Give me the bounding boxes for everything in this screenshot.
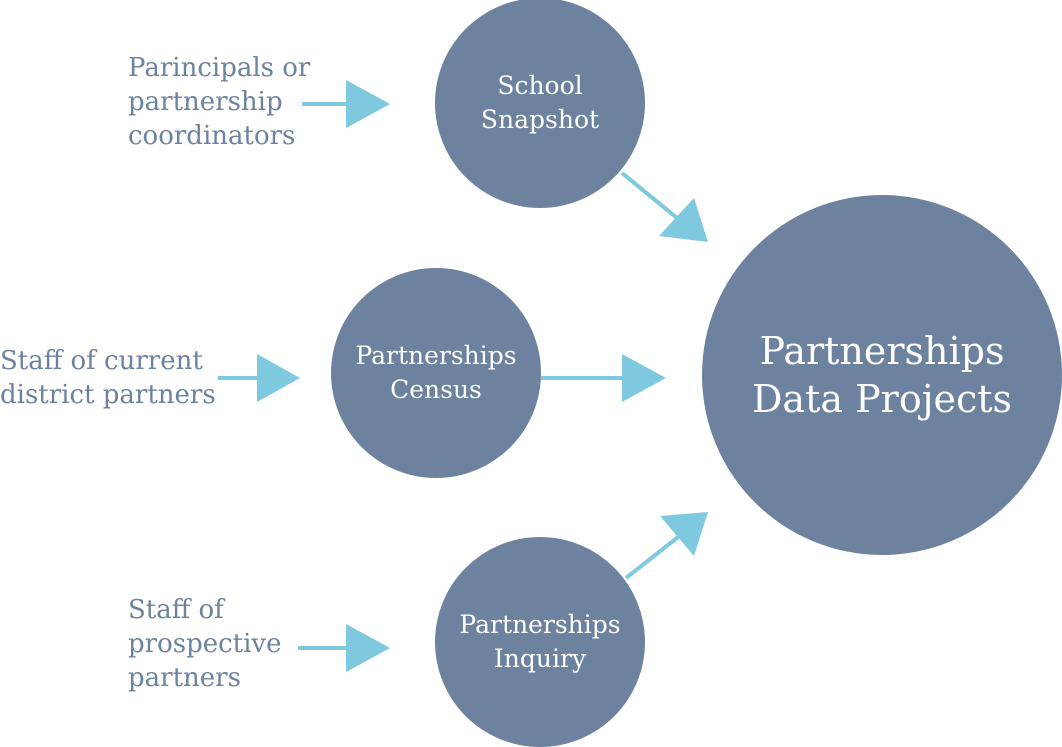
source-current-partners-label: Staff of current district partners [0, 344, 216, 412]
school-snapshot-line-2: Snapshot [480, 105, 600, 134]
source-principals-label: Parincipals or partnership coordinators [128, 51, 310, 153]
arrow-current-to-census [218, 354, 300, 402]
source-current-line-1: Staff of current [0, 346, 203, 376]
school-snapshot-line-1: School [497, 71, 583, 100]
source-prospective-line-2: prospective [128, 629, 282, 659]
source-principals-line-3: coordinators [128, 121, 296, 151]
arrow-principals-to-snapshot [302, 80, 390, 128]
partnerships-data-projects-node: Partnerships Data Projects [702, 195, 1062, 555]
partnerships-census-line-1: Partnerships [355, 341, 517, 370]
source-prospective-line-1: Staff of [128, 595, 224, 625]
data-projects-line-1: Partnerships [759, 329, 1005, 373]
source-principals-line-2: partnership [128, 87, 283, 117]
arrow-inquiry-to-data-projects [624, 512, 708, 580]
partnerships-inquiry-line-2: Inquiry [493, 644, 587, 673]
source-prospective-line-3: partners [128, 663, 241, 693]
partnerships-inquiry-line-1: Partnerships [459, 610, 621, 639]
source-current-line-2: district partners [0, 380, 216, 410]
data-projects-line-2: Data Projects [751, 377, 1013, 421]
partnerships-inquiry-node: Partnerships Inquiry [435, 537, 645, 747]
arrow-census-to-data-projects [541, 354, 666, 402]
source-principals-line-1: Parincipals or [128, 53, 311, 83]
partnerships-census-line-2: Census [390, 375, 482, 404]
source-prospective-partners-label: Staff of prospective partners [128, 593, 282, 695]
arrow-prospective-to-inquiry [298, 624, 390, 672]
arrow-snapshot-to-data-projects [620, 171, 708, 242]
school-snapshot-node: School Snapshot [435, 0, 645, 208]
partnerships-census-node: Partnerships Census [331, 268, 541, 478]
